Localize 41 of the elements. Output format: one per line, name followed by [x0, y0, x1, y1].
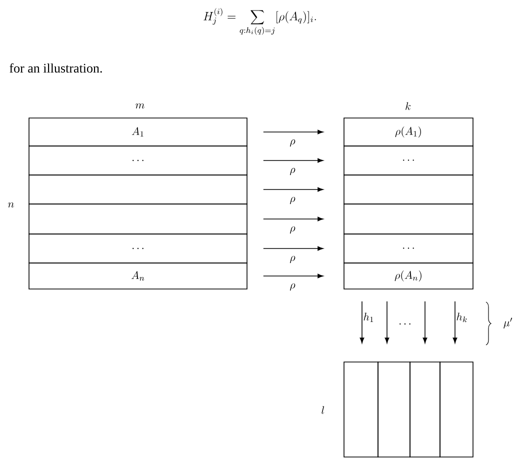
table-row: $\rho(A_n)$: [344, 262, 474, 290]
arrow: [263, 246, 324, 251]
edge-label: $\rho$: [290, 168, 296, 176]
table-row: [28, 204, 248, 234]
arrow: [452, 301, 458, 344]
table-column: [378, 362, 410, 458]
arrow: [384, 301, 390, 344]
arrow: [360, 301, 364, 344]
edge-label: $\rho$: [290, 226, 296, 234]
table-row: $\rho(A_1)$: [344, 118, 474, 146]
formula: $H_j^{(i)} = \sum_{q:h_i(q)=j} [\rho(A_q)]_i.$: [204, 8, 316, 35]
edge-label: $\rho$: [290, 256, 296, 264]
edge-label: $\rho$: [290, 283, 296, 291]
table-row: $\cdots$: [344, 234, 474, 264]
arrow: [263, 187, 324, 192]
table-row: [344, 174, 474, 204]
axis-label: $n$: [8, 202, 14, 208]
text: for an illustration.: [10, 63, 102, 73]
arrow: [263, 158, 324, 163]
axis-label: $l$: [322, 406, 324, 414]
edge-label: $\rho$: [290, 196, 296, 204]
edge-label: $h_k$: [456, 312, 467, 322]
arrow: [263, 130, 324, 134]
table-row: $\ldots$: [28, 234, 248, 264]
table-column: [440, 362, 474, 458]
ellipsis: $\ldots$: [400, 323, 410, 325]
table-row: [344, 204, 474, 234]
brace-label: $\mu'$: [504, 318, 512, 328]
table-row: $\cdots$: [344, 146, 474, 176]
table-row: $A_n$: [28, 262, 248, 290]
arrow: [263, 216, 324, 222]
table-row: $\ldots$: [28, 146, 248, 176]
table-row: $A_1$: [28, 118, 248, 146]
table-column: [410, 362, 440, 458]
arrow: [263, 274, 324, 278]
edge-label: $\rho$: [290, 139, 296, 147]
axis-label: $m$: [136, 104, 144, 108]
edge-label: $h_1$: [364, 312, 374, 322]
table-row: [28, 174, 248, 204]
table-column: [344, 362, 378, 458]
arrow: [422, 301, 428, 344]
